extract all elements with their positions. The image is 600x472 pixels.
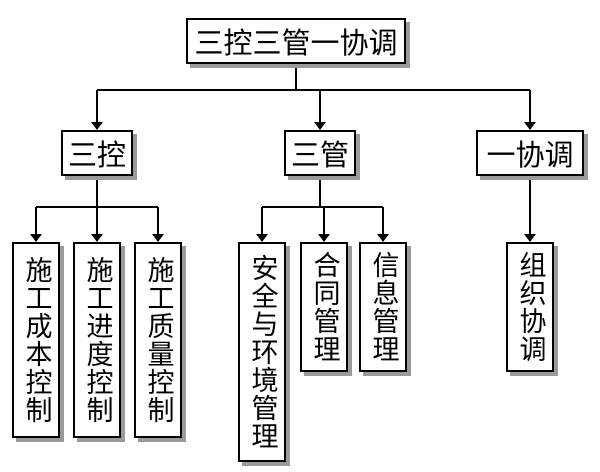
leaf-node-quality-control: 施工质量控制 [134,242,182,438]
leaf-node-label: 施工质量控制 [142,256,174,424]
group-node-label: 三控 [67,138,126,172]
leaf-node-contract-management: 合同管理 [300,242,348,372]
leaf-node-cost-control: 施工成本控制 [12,242,60,438]
leaf-node-schedule-control: 施工进度控制 [73,242,121,438]
root-node-label: 三控三管一协调 [194,26,398,60]
leaf-node-label: 信息管理 [367,251,399,363]
leaf-node-safety-environment: 安全与环境管理 [238,242,286,462]
group-node-san-kong: 三控 [61,130,133,176]
group-node-label: 三管 [290,138,349,172]
leaf-node-label: 施工成本控制 [20,256,52,424]
leaf-node-label: 安全与环境管理 [246,254,278,450]
leaf-node-information-management: 信息管理 [359,242,407,372]
leaf-node-label: 组织协调 [514,251,546,363]
leaf-node-label: 施工进度控制 [81,256,113,424]
leaf-node-organization-coordination: 组织协调 [506,242,554,372]
group-node-san-guan: 三管 [284,130,356,176]
group-node-yi-xietiao: 一协调 [476,130,584,176]
group-node-label: 一协调 [486,138,574,172]
leaf-node-label: 合同管理 [308,251,340,363]
root-node: 三控三管一协调 [186,18,406,64]
